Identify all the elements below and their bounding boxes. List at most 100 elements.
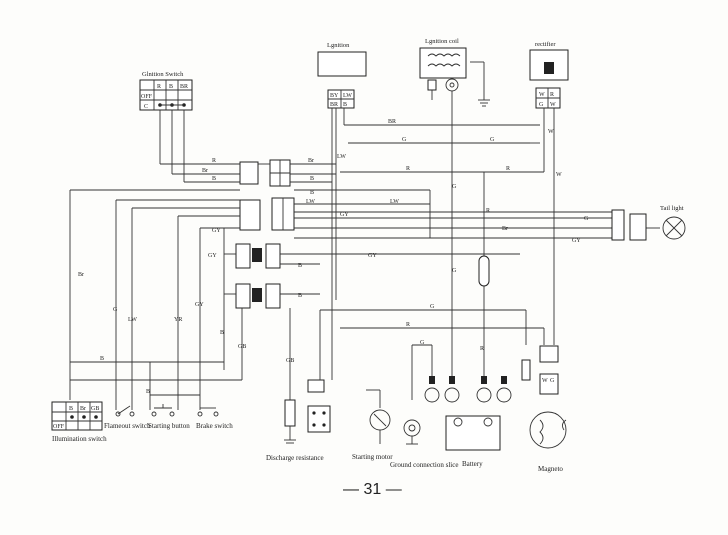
- wire-label-g2: G: [490, 137, 495, 143]
- flameout-switch-label: Flameout switch: [104, 422, 151, 430]
- ign-switch-col-b: B: [169, 84, 173, 90]
- wire-label-gy2: GY: [572, 238, 581, 244]
- wire-label-g8: G: [420, 340, 425, 346]
- ignition-box: [317, 51, 367, 77]
- wire-label-w2: W: [556, 172, 562, 178]
- ign-switch-row-off: OFF: [141, 94, 153, 100]
- wire-label-br: BR: [388, 119, 396, 125]
- discharge-resistance-label: Discharge resistance: [266, 454, 324, 462]
- rectifier-pin-g: G: [539, 102, 544, 108]
- wire-label-g5: G: [113, 307, 118, 313]
- starting-button-label: Starting button: [148, 422, 190, 430]
- wire-label-gy4: GY: [208, 253, 217, 259]
- wire-label-br2: Br: [308, 158, 314, 164]
- ignition-coil-label: Lgnition coil: [425, 38, 459, 45]
- ignition-pin-by: BY: [330, 93, 339, 99]
- wire-label-lw3: LW: [128, 317, 137, 323]
- wire-label-g6: G: [452, 268, 457, 274]
- wire-label-g1: G: [402, 137, 407, 143]
- tail-light-lamp-icon: [662, 216, 686, 240]
- wire-label-lw-top: LW: [337, 154, 346, 160]
- wire-label-r6: R: [480, 346, 484, 352]
- wire-label-gb1: GB: [238, 344, 246, 350]
- ring-terminals: [424, 376, 512, 403]
- illumination-switch-label: Illumination switch: [52, 435, 107, 443]
- wire-label-br4: Br: [78, 272, 84, 278]
- ignition-pin-lw: LW: [343, 93, 352, 99]
- illum-col-b: B: [69, 406, 73, 412]
- wire-label-gy3: GY: [212, 228, 221, 234]
- tail-light-assembly: [611, 209, 686, 241]
- wire-label-r5: R: [406, 322, 410, 328]
- starter-relay-icon: [307, 405, 331, 433]
- ignition-coil-icon: [419, 47, 490, 107]
- ignition-pin-b: B: [343, 102, 347, 108]
- wire-label-b2: B: [310, 176, 314, 182]
- starting-motor-label: Starting motor: [352, 453, 393, 461]
- discharge-resistance-icon: [284, 399, 296, 444]
- ignition-plug: BY LW BR B: [327, 89, 355, 109]
- ign-switch-col-br: BR: [180, 84, 188, 90]
- ignition-pin-br: BR: [330, 102, 338, 108]
- tail-light-label: Tail light: [660, 205, 684, 212]
- magneto-icon: W G: [521, 345, 567, 449]
- wire-label-b4: B: [298, 263, 302, 269]
- wire-label-b3: B: [310, 190, 314, 196]
- wire-label-r1: R: [212, 158, 216, 164]
- wires: [69, 90, 660, 410]
- page-number: — 31 —: [343, 481, 402, 498]
- wire-label-b6: B: [220, 330, 224, 336]
- ign-switch-col-r: R: [157, 84, 161, 90]
- wire-label-r3: R: [506, 166, 510, 172]
- ign-switch-row-c: C: [144, 104, 148, 110]
- rectifier-pin-w2: W: [550, 102, 556, 108]
- wire-label-gy1: GY: [340, 212, 349, 218]
- starting-button-icon: [151, 404, 175, 417]
- magneto-pin-g: G: [550, 378, 555, 384]
- wire-label-br3: Br: [502, 226, 508, 232]
- illum-row-off: OFF: [53, 424, 65, 430]
- fuse-icon: [478, 255, 490, 287]
- ignition-switch-table: R B BR OFF C: [139, 79, 193, 111]
- wire-label-r2: R: [406, 166, 410, 172]
- wire-labels: BR G G R Br Br B B LW R R W W G R B LW L…: [78, 119, 589, 395]
- rectifier-icon: W R G W: [529, 49, 569, 109]
- wire-label-b7: B: [100, 356, 104, 362]
- connector-block: [235, 159, 325, 393]
- wire-label-g4: G: [584, 216, 589, 222]
- brake-switch-label: Brake switch: [196, 422, 233, 430]
- ground-connection-icon: [403, 419, 421, 445]
- illum-col-gb: GB: [91, 406, 99, 412]
- illum-col-br: Br: [80, 406, 86, 412]
- wire-label-b5: B: [298, 293, 302, 299]
- wire-label-b8: B: [146, 389, 150, 395]
- wire-label-gy5: GY: [368, 253, 377, 259]
- magneto-pin-w: W: [542, 378, 548, 384]
- wire-label-lw1: LW: [306, 199, 315, 205]
- wire-label-b1: B: [212, 176, 216, 182]
- brake-switch-icon: [197, 407, 219, 417]
- rectifier-label: rectifier: [535, 41, 556, 48]
- magneto-label: Magneto: [538, 465, 563, 473]
- ignition-label: Lgnition: [327, 42, 350, 49]
- wire-label-w1: W: [548, 129, 554, 135]
- wire-label-r4: R: [486, 208, 490, 214]
- starting-motor-icon: [369, 409, 391, 444]
- wire-label-gy6: GY: [195, 302, 204, 308]
- battery-icon: [445, 415, 501, 451]
- illumination-switch-table: B Br GB OFF: [51, 401, 103, 431]
- wire-label-gb2: GB: [286, 358, 294, 364]
- wire-label-g3: G: [452, 184, 457, 190]
- battery-label: Battery: [462, 460, 483, 468]
- flameout-switch-icon: [115, 405, 135, 417]
- rectifier-pin-w: W: [539, 92, 545, 98]
- rectifier-pin-r: R: [550, 92, 554, 98]
- wire-label-br1: Br: [202, 168, 208, 174]
- ignition-switch-label: Glnition Switch: [142, 71, 184, 78]
- ground-connection-label: Ground connection slice: [390, 461, 458, 469]
- wire-label-lw2: LW: [390, 199, 399, 205]
- wire-label-g7: G: [430, 304, 435, 310]
- wire-label-yr: YR: [174, 317, 182, 323]
